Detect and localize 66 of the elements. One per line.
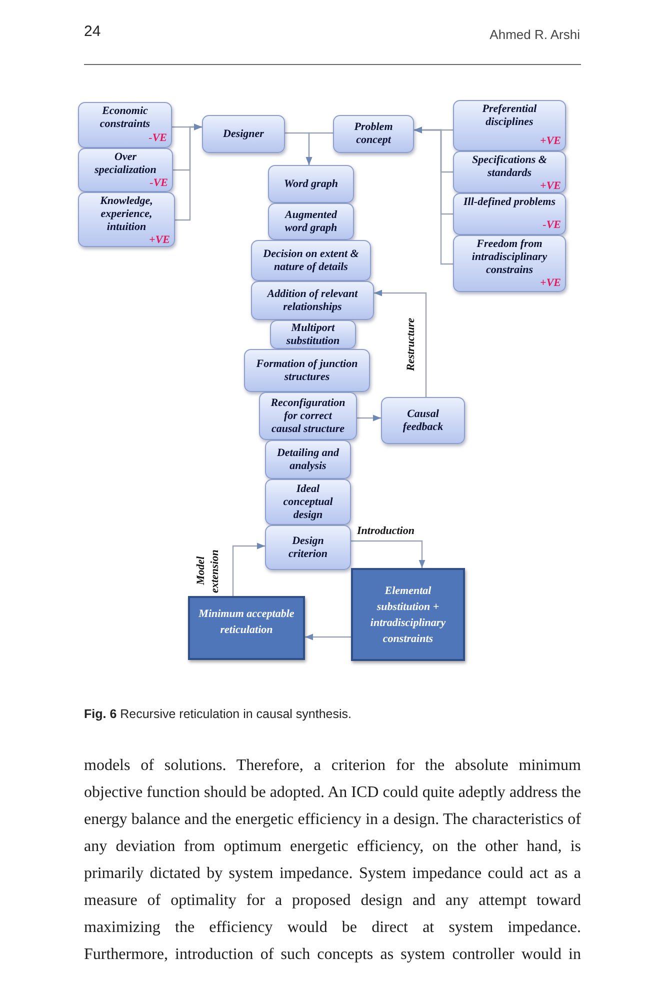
polarity-text: -VE — [542, 219, 561, 232]
connector-arrow — [357, 414, 381, 422]
polarity-text: +VE — [540, 135, 561, 148]
page-number: 24 — [84, 22, 101, 42]
process-box — [251, 281, 374, 320]
process-box — [268, 165, 354, 203]
process-box — [265, 479, 351, 525]
step-text: Formation of junction structures — [255, 358, 359, 384]
step-text: Word graph — [284, 178, 338, 190]
process-box — [453, 100, 566, 151]
connector-arrow — [306, 132, 333, 165]
step-text: Ideal conceptual design — [283, 482, 333, 522]
process-box — [381, 397, 465, 444]
polarity-text: -VE — [150, 177, 168, 190]
step-text: Decision on extent & nature of details — [262, 248, 360, 274]
step-text: Ill-defined problems — [462, 196, 556, 209]
edge-label: Model extension — [194, 548, 222, 595]
process-box — [244, 349, 370, 392]
body-text: models of solutions. Therefore, a criterion for the absolute minimum objective function should be adopted. An ICD could quite adeptly address the energy balance and the energetic efficiency in a design. The characteristics of any deviation from optimum energetic efficiency, on the other hand, is primarily dictated by system impedance. System impedance could act as a measure of optimality for a proposed design and any attempt toward maximizing the efficiency would be direct at system impedance. Furthermore, introduction of such concepts as system controller would in — [84, 756, 581, 965]
process-box — [270, 320, 356, 349]
connector-arrow — [305, 634, 351, 640]
process-box — [453, 235, 566, 292]
connector-arrow — [374, 290, 427, 397]
connector-arrow — [414, 126, 453, 265]
connector-arrow — [232, 542, 265, 596]
connector-arrow — [175, 124, 202, 221]
step-text: Addition of relevant relationships — [266, 288, 359, 314]
step-text: Economic constraints — [98, 105, 152, 131]
step-text: Reconfiguration for correct causal structure — [270, 396, 346, 436]
process-box — [78, 192, 175, 247]
step-text: Over specialization — [94, 151, 158, 177]
process-box — [333, 115, 414, 153]
edge-label: Restructure — [404, 316, 418, 372]
process-box — [251, 240, 371, 281]
figure-caption: Fig. 6 Recursive reticulation in causal synthesis. — [84, 706, 352, 723]
running-head: Ahmed R. Arshi — [490, 26, 580, 44]
polarity-text: +VE — [149, 234, 170, 247]
step-text: Minimum acceptable reticulation — [198, 607, 295, 638]
process-box — [265, 440, 351, 479]
step-text: Preferential disciplines — [481, 103, 538, 129]
process-box — [78, 148, 173, 192]
step-text: Augmented word graph — [284, 208, 338, 234]
process-box — [259, 392, 357, 440]
step-text: Specifications & standards — [471, 154, 548, 180]
process-box — [268, 203, 354, 240]
step-text: Design criterion — [288, 534, 328, 560]
step-text: Causal feedback — [402, 408, 444, 434]
process-box — [78, 102, 172, 148]
step-text: Designer — [223, 128, 264, 140]
connector-arrow — [351, 540, 426, 568]
step-text: Problem concept — [353, 121, 394, 147]
process-box — [453, 151, 566, 193]
polarity-text: -VE — [148, 132, 167, 145]
process-box — [202, 115, 285, 153]
result-box — [188, 596, 305, 660]
process-box — [453, 193, 566, 235]
step-text: Freedom from intradisciplinary constrains — [470, 238, 548, 277]
polarity-text: +VE — [540, 180, 561, 193]
step-text: Elemental substitution + intradisciplinary constraints — [369, 584, 447, 646]
edge-label: Introduction — [357, 524, 414, 538]
step-text: Detailing and analysis — [276, 446, 340, 472]
polarity-text: +VE — [540, 277, 561, 290]
result-box — [351, 568, 465, 661]
step-text: Multiport substitution — [285, 322, 341, 348]
process-box — [265, 525, 351, 570]
step-text: Knowledge, experience, intuition — [99, 195, 154, 234]
